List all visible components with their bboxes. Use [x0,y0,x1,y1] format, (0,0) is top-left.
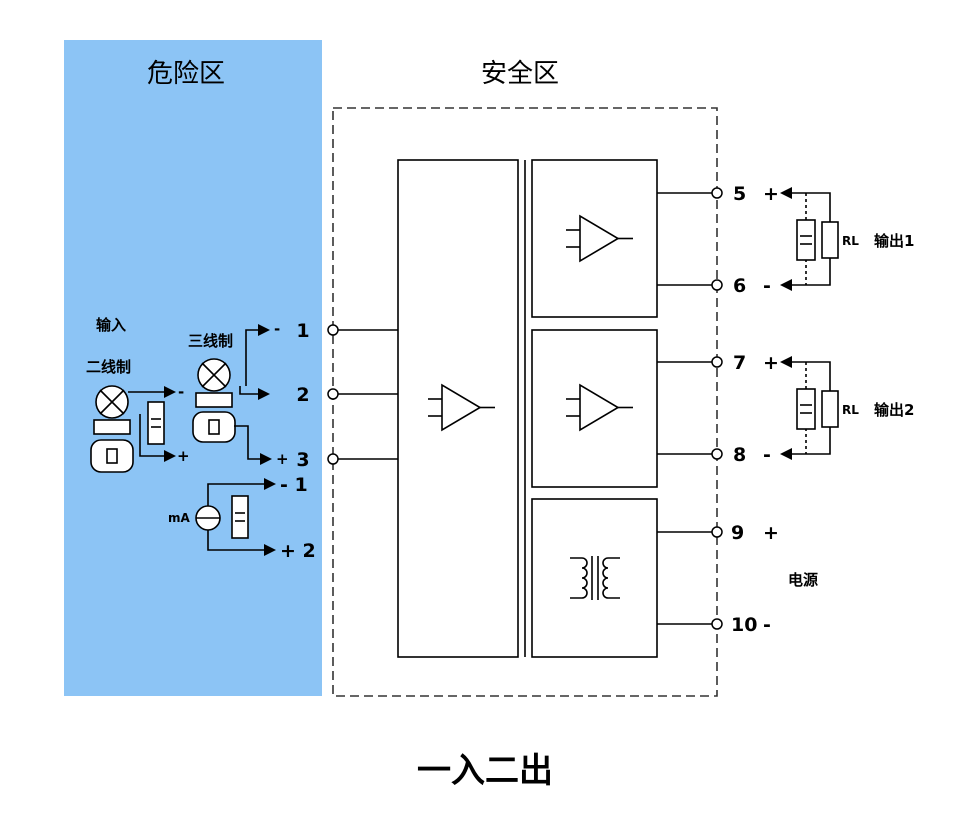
two-wire-sign-neg: - [178,383,184,401]
power-block [531,498,658,658]
three-wire-sign-neg: - [274,320,280,338]
hazard-zone [64,40,322,696]
terminal-6: 6 [733,275,746,297]
capacitor-icon [147,401,165,445]
output2-block [531,329,658,488]
power-label: 电源 [788,571,818,589]
current-source-icon [195,505,221,531]
load-label-2: RL [842,403,859,417]
safe-zone-border [332,107,718,697]
ma-label: mA [168,511,191,525]
three-wire-label: 三线制 [188,332,233,350]
output1-block [531,159,658,318]
resistor-icon [821,221,839,259]
output1-load: RL 输出1 [780,187,914,291]
input-block [397,159,519,658]
terminal-7-sign: + [763,352,779,374]
terminal-7: 7 [733,352,746,374]
amplifier-icon [566,383,633,432]
ma-terminal-2: + 2 [280,540,316,562]
terminal-5-sign: + [763,183,779,205]
terminal-10-sign: - [763,614,771,636]
input-label: 输入 [96,316,126,334]
capacitor-icon [231,495,249,539]
amplifier-icon [566,214,633,263]
terminal-3: 3 [296,449,309,471]
terminal-10: 10 [731,614,757,636]
output2-load: RL 输出2 [780,356,914,460]
terminal-8: 8 [733,444,746,466]
capacitor-icon [796,388,816,430]
transmitter-icon [192,358,236,443]
output2-label: 输出2 [874,401,914,419]
amplifier-icon [428,383,495,432]
transformer-icon [570,556,620,600]
terminal-8-sign: - [763,444,771,466]
safe-zone-label: 安全区 [481,59,559,89]
diagram-caption: 一入二出 [417,751,553,791]
transmitter-icon [90,385,134,473]
terminal-5: 5 [733,183,746,205]
three-wire-sign-pos: + [276,450,289,468]
two-wire-sign-pos: + [177,447,190,465]
hazard-zone-label: 危险区 [147,59,225,89]
output1-label: 输出1 [874,232,914,250]
terminal-1: 1 [296,320,309,342]
ma-terminal-1: - 1 [280,474,308,496]
load-label-1: RL [842,234,859,248]
input-terminals: 1 2 3 [296,320,398,471]
two-wire-label: 二线制 [86,358,131,376]
terminal-6-sign: - [763,275,771,297]
resistor-icon [821,390,839,428]
terminal-9-sign: + [763,522,779,544]
capacitor-icon [796,219,816,261]
terminal-2: 2 [296,384,309,406]
terminal-9: 9 [731,522,744,544]
